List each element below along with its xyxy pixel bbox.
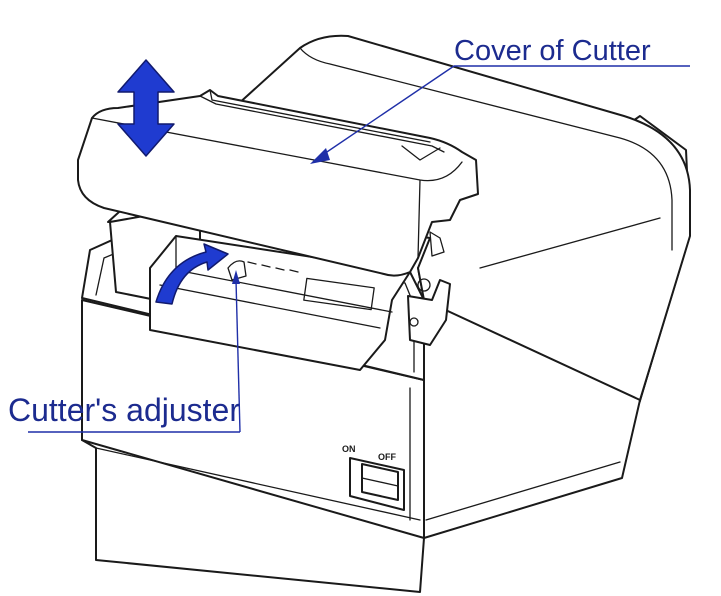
switch-on-label: ON xyxy=(342,444,356,454)
up-down-arrow-icon xyxy=(117,59,175,157)
cover-label: Cover of Cutter xyxy=(454,35,651,67)
cover-leader xyxy=(310,65,690,164)
power-switch: ON OFF xyxy=(342,444,405,511)
adjuster-leader xyxy=(28,270,241,433)
curved-arrow-icon xyxy=(155,243,229,305)
switch-off-label: OFF xyxy=(378,452,396,462)
cutter-cover xyxy=(77,89,479,277)
printer-body-front xyxy=(81,299,425,593)
adjuster-label: Cutter's adjuster xyxy=(8,392,240,428)
